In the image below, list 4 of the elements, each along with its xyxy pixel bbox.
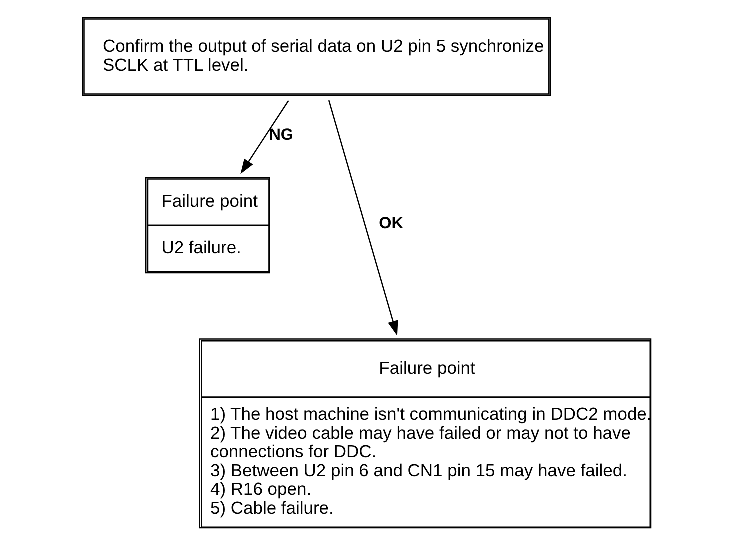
edge-label: NG: [268, 126, 294, 144]
edge-label: OK: [378, 214, 404, 233]
arrow: [328, 100, 398, 336]
arrow: [240, 100, 289, 174]
